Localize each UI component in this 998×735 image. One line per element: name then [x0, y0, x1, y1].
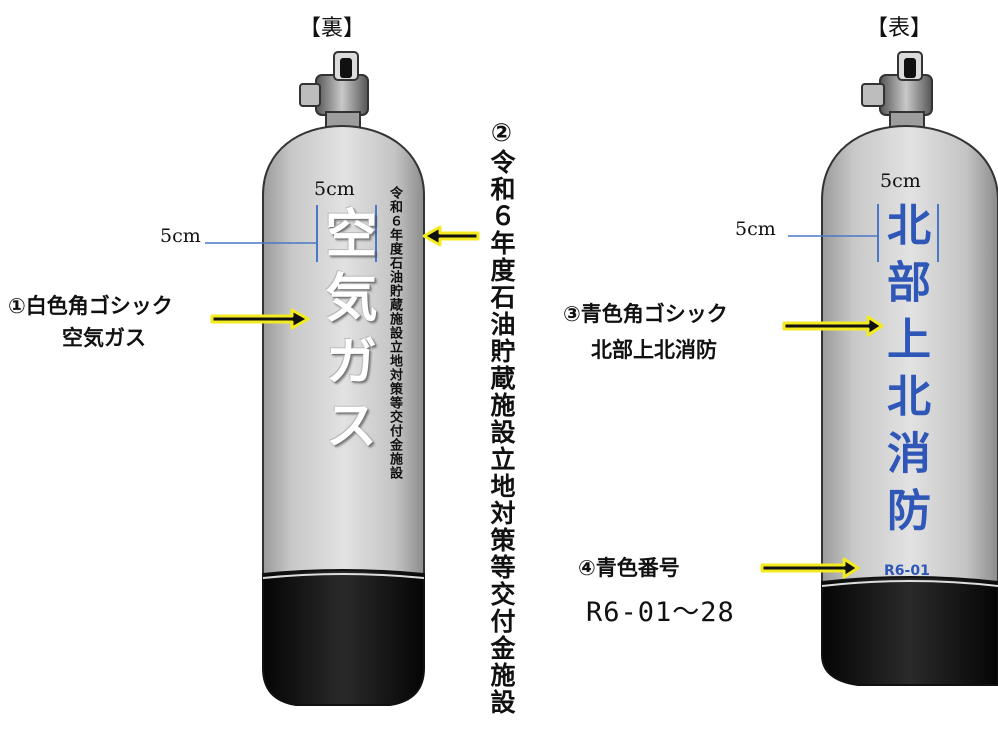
front-dim-top: 5cm: [880, 170, 921, 192]
back-main-text: 空気ガス: [316, 206, 376, 462]
arrow-3: [782, 315, 884, 337]
valve-icon: [861, 51, 933, 131]
valve-icon: [299, 51, 369, 131]
cylinder-body: [262, 124, 425, 581]
back-cylinder: [205, 51, 425, 706]
cylinder-base: [821, 576, 998, 686]
cylinder-base: [262, 569, 425, 706]
callout-2-vertical: ②令和６年度石油貯蔵施設立地対策等交付金施設: [487, 118, 516, 716]
callout-4-value: R6-01～28: [586, 597, 735, 628]
front-side-label: 【表】: [866, 16, 933, 41]
back-side-label: 【裏】: [299, 16, 366, 41]
arrow-2: [422, 225, 480, 247]
arrow-1: [210, 308, 310, 330]
back-side-text: 令和６年度石油貯蔵施設立地対策等交付金施設: [387, 186, 402, 480]
callout-3-title: ③青色角ゴシック: [563, 302, 728, 326]
callout-3-value: 北部上北消防: [591, 338, 717, 362]
back-dim-top: 5cm: [314, 178, 355, 200]
callout-4-title: ④青色番号: [578, 556, 680, 580]
front-serial: R6-01: [884, 563, 930, 579]
arrow-4: [760, 557, 860, 579]
back-dim-left: 5cm: [160, 225, 201, 247]
callout-1-value: 空気ガス: [62, 326, 146, 350]
callout-1-title: ①白色角ゴシック: [8, 294, 173, 318]
cylinder-body: [821, 124, 998, 589]
front-main-text: 北部上北消防: [879, 202, 930, 544]
front-dim-left: 5cm: [735, 218, 776, 240]
front-cylinder: [788, 51, 998, 686]
